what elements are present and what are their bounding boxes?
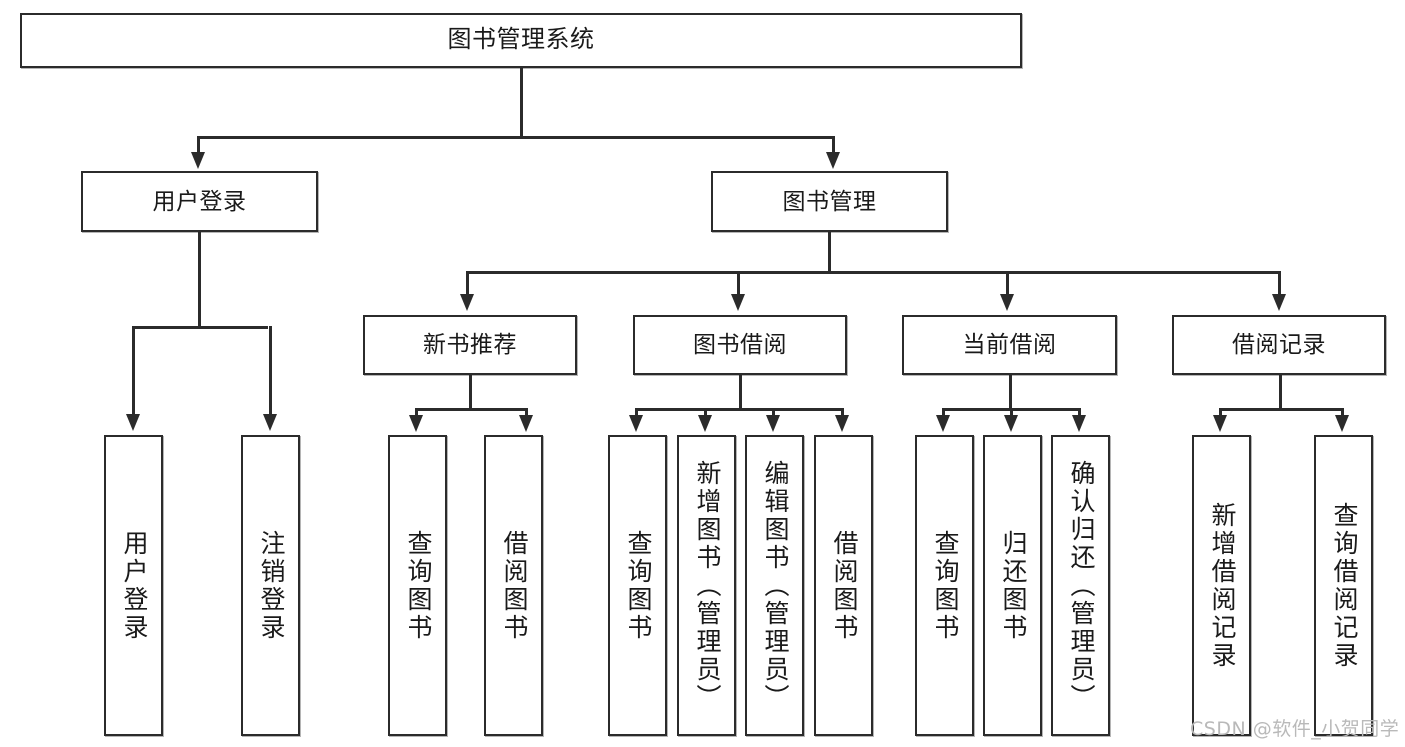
leaf-borrow-book-newbook[interactable]: 借阅图书: [484, 435, 543, 736]
arrowhead-icon: [191, 152, 205, 169]
connector-newbook-stem: [469, 375, 472, 410]
connector-currentborrow-drop-1: [942, 408, 945, 417]
node-label: 编辑图书（管理员）: [761, 459, 789, 712]
node-label: 当前借阅: [962, 331, 1057, 358]
node-root-book-management-system[interactable]: 图书管理系统: [20, 13, 1022, 68]
connector-newbook-drop-2: [525, 408, 528, 417]
connector-bookborrow-drop-2: [704, 408, 707, 417]
arrowhead-icon: [1072, 415, 1086, 432]
node-label: 确认归还（管理员）: [1067, 459, 1095, 712]
connector-newbook-drop-1: [415, 408, 418, 417]
arrowhead-icon: [1213, 415, 1227, 432]
connector-bookmgmt-drop-2: [737, 271, 740, 296]
connector-bookborrow-drop-3: [772, 408, 775, 417]
connector-bookmgmt-drop-4: [1278, 271, 1281, 296]
connector-root-stem: [520, 68, 523, 137]
node-label: 借阅图书: [500, 529, 528, 642]
leaf-add-book-admin[interactable]: 新增图书（管理员）: [677, 435, 736, 736]
connector-root-bar: [197, 136, 834, 139]
arrowhead-icon: [263, 414, 277, 431]
connector-bookborrow-stem: [739, 375, 742, 410]
arrowhead-icon: [1272, 294, 1286, 311]
node-label: 新增图书（管理员）: [693, 459, 721, 712]
connector-root-drop-2: [832, 136, 835, 154]
arrowhead-icon: [936, 415, 950, 432]
arrowhead-icon: [826, 152, 840, 169]
connector-userlogin-stem: [198, 232, 201, 328]
connector-bookmgmt-bar: [466, 271, 1280, 274]
leaf-logout[interactable]: 注销登录: [241, 435, 300, 736]
leaf-query-book-current[interactable]: 查询图书: [915, 435, 974, 736]
connector-bookmgmt-stem: [828, 232, 831, 273]
arrowhead-icon: [1004, 415, 1018, 432]
node-new-book-recommend[interactable]: 新书推荐: [363, 315, 577, 375]
node-book-management[interactable]: 图书管理: [711, 171, 948, 232]
arrowhead-icon: [126, 414, 140, 431]
arrowhead-icon: [835, 415, 849, 432]
leaf-borrow-book[interactable]: 借阅图书: [814, 435, 873, 736]
connector-currentborrow-stem: [1009, 375, 1012, 410]
connector-newbook-bar: [415, 408, 527, 411]
node-label: 图书管理系统: [447, 26, 595, 54]
arrowhead-icon: [460, 294, 474, 311]
arrowhead-icon: [698, 415, 712, 432]
connector-userlogin-drop-1: [132, 326, 135, 416]
leaf-confirm-return-admin[interactable]: 确认归还（管理员）: [1051, 435, 1110, 736]
connector-userlogin-bar: [132, 326, 268, 329]
node-label: 借阅图书: [830, 529, 858, 642]
arrowhead-icon: [766, 415, 780, 432]
node-label: 用户登录: [152, 187, 247, 214]
connector-userlogin-drop-2: [269, 326, 272, 416]
node-label: 查询图书: [624, 529, 652, 642]
node-label: 新增借阅记录: [1208, 501, 1236, 670]
leaf-query-book-newbook[interactable]: 查询图书: [388, 435, 447, 736]
arrowhead-icon: [731, 294, 745, 311]
node-book-borrow[interactable]: 图书借阅: [633, 315, 847, 375]
leaf-return-book[interactable]: 归还图书: [983, 435, 1042, 736]
connector-currentborrow-drop-3: [1078, 408, 1081, 417]
node-user-login[interactable]: 用户登录: [81, 171, 318, 232]
connector-borrowrecord-stem: [1279, 375, 1282, 410]
node-current-borrow[interactable]: 当前借阅: [902, 315, 1117, 375]
connector-bookborrow-drop-1: [635, 408, 638, 417]
connector-root-drop-1: [197, 136, 200, 154]
node-label: 查询图书: [931, 529, 959, 642]
connector-bookborrow-drop-4: [841, 408, 844, 417]
arrowhead-icon: [519, 415, 533, 432]
node-label: 查询图书: [404, 529, 432, 642]
arrowhead-icon: [409, 415, 423, 432]
node-label: 借阅记录: [1232, 331, 1326, 358]
leaf-edit-book-admin[interactable]: 编辑图书（管理员）: [745, 435, 804, 736]
leaf-add-borrow-record[interactable]: 新增借阅记录: [1192, 435, 1251, 736]
node-label: 用户登录: [120, 529, 148, 642]
node-borrow-record[interactable]: 借阅记录: [1172, 315, 1386, 375]
leaf-query-borrow-record[interactable]: 查询借阅记录: [1314, 435, 1373, 736]
node-label: 归还图书: [999, 529, 1027, 642]
node-label: 新书推荐: [423, 331, 517, 358]
connector-bookborrow-bar: [635, 408, 842, 411]
leaf-user-login[interactable]: 用户登录: [104, 435, 163, 736]
connector-borrowrecord-bar: [1219, 408, 1343, 411]
arrowhead-icon: [1000, 294, 1014, 311]
connector-borrowrecord-drop-1: [1219, 408, 1222, 417]
node-label: 图书借阅: [693, 331, 787, 358]
node-label: 图书管理: [782, 187, 877, 214]
arrowhead-icon: [1335, 415, 1349, 432]
leaf-query-book-borrow[interactable]: 查询图书: [608, 435, 667, 736]
connector-currentborrow-drop-2: [1010, 408, 1013, 417]
connector-bookmgmt-drop-1: [466, 271, 469, 296]
node-label: 注销登录: [257, 529, 285, 642]
arrowhead-icon: [629, 415, 643, 432]
node-label: 查询借阅记录: [1330, 501, 1358, 670]
connector-borrowrecord-drop-2: [1341, 408, 1344, 417]
connector-bookmgmt-drop-3: [1006, 271, 1009, 296]
